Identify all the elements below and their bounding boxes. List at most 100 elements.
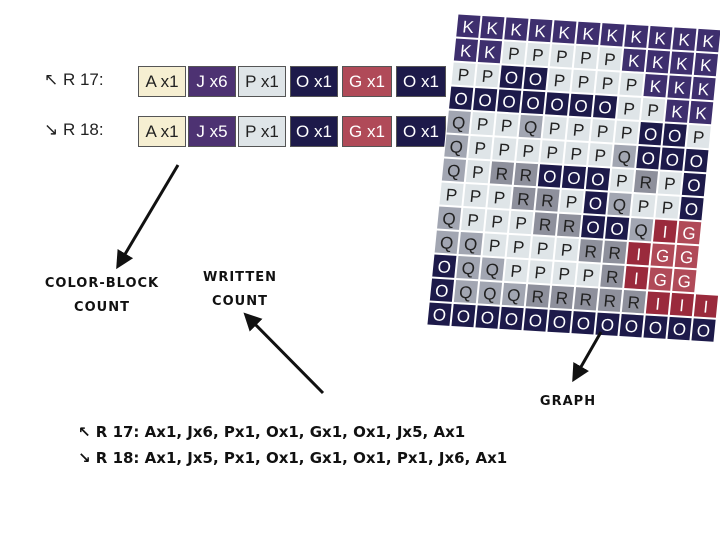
- graph-cell: [435, 205, 463, 231]
- graph-cell: [551, 19, 578, 45]
- graph-cell-letter: P: [596, 122, 609, 142]
- graph-cell: [503, 16, 530, 42]
- graph-cell: [632, 168, 660, 195]
- graph-cell-letter: K: [699, 56, 713, 76]
- graph-cell-letter: P: [469, 187, 482, 207]
- graph-cell-letter: K: [486, 19, 500, 39]
- graph-cell: [445, 109, 472, 135]
- graph-cell: [666, 315, 693, 342]
- graph-cell: [543, 91, 571, 117]
- row-18-block-3: P x1: [238, 116, 286, 147]
- graph-cell-letter: P: [601, 74, 614, 94]
- graph-cell-letter: Q: [446, 161, 461, 181]
- graph-cell: [577, 238, 604, 264]
- graph-cell-letter: Q: [612, 195, 627, 215]
- graph-cell: [507, 209, 535, 236]
- graph-cell-letter: R: [603, 291, 617, 311]
- graph-cell-letter: P: [555, 47, 568, 67]
- graph-cell: [618, 312, 645, 339]
- graph-cell-letter: R: [627, 293, 641, 313]
- graph-cell: [594, 70, 621, 96]
- graph-cell: [450, 61, 477, 87]
- graph-cell-letter: O: [585, 218, 600, 238]
- graph-cell-letter: O: [600, 315, 615, 335]
- graph-cell-letter: P: [572, 121, 585, 141]
- graph-cell-letter: O: [566, 169, 581, 189]
- graph-cell: [599, 263, 626, 289]
- graph-cell: [457, 230, 484, 257]
- graph-cell-letter: O: [504, 310, 519, 330]
- graph-cell: [503, 257, 530, 284]
- graph-cell-letter: K: [558, 23, 572, 43]
- row-17-label: ↖ R 17:: [44, 70, 104, 89]
- graph-cell: [524, 283, 552, 309]
- color-block-count-line-2: COUNT: [74, 300, 130, 315]
- graph-cell-letter: Q: [439, 233, 454, 253]
- graph-cell: [462, 182, 489, 209]
- graph-cell: [651, 218, 679, 244]
- graph-cell: [522, 65, 549, 92]
- graph-cell-letter: K: [649, 77, 663, 97]
- graph-cell-letter: P: [570, 145, 583, 165]
- graph-cell-letter: O: [576, 314, 591, 334]
- graph-cell: [644, 48, 672, 75]
- row-17-block-4: O x1: [290, 66, 338, 97]
- written-row-18: ↘ R 18: Ax1, Jx5, Px1, Ox1, Gx1, Ox1, Px…: [78, 449, 508, 467]
- graph-cell: [596, 287, 624, 313]
- graph-cell: [431, 253, 458, 279]
- graph-cell-letter: R: [538, 215, 552, 235]
- graph-cell: [671, 267, 698, 294]
- graph-cell-letter: R: [608, 243, 622, 263]
- graph-cell-letter: O: [573, 97, 588, 117]
- graph-cell-letter: P: [594, 146, 607, 166]
- graph-cell: [649, 242, 676, 268]
- graph-cell-letter: P: [488, 236, 501, 256]
- graph-cell-letter: P: [579, 49, 592, 69]
- graph-cell-letter: P: [577, 73, 590, 93]
- graph-cell: [639, 96, 667, 123]
- graph-cell-letter: O: [434, 281, 449, 301]
- graph-cell-letter: I: [655, 295, 662, 314]
- graph-cell-letter: O: [501, 92, 516, 112]
- graph-cell: [479, 256, 506, 282]
- graph-cell: [438, 181, 465, 207]
- graph-cell-letter: P: [534, 263, 547, 283]
- graph-cell-letter: P: [507, 44, 520, 64]
- graph-cell: [498, 305, 525, 332]
- graph-cell: [452, 278, 480, 305]
- graph-cell: [433, 229, 460, 255]
- graph-cell: [467, 134, 494, 161]
- graph-cell-letter: I: [635, 245, 642, 264]
- graph-cell-letter: O: [588, 194, 603, 214]
- graph-cell: [426, 301, 453, 327]
- graph-cell: [555, 212, 583, 239]
- graph-cell-letter: R: [579, 290, 593, 310]
- graph-cell: [536, 163, 564, 189]
- row-17-block-3: P x1: [238, 66, 286, 97]
- graph-cell-letter: G: [655, 246, 670, 266]
- written-count-note: WRITTEN COUNT: [190, 266, 290, 314]
- graph-cell: [642, 72, 669, 99]
- graph-cell: [642, 314, 669, 340]
- graph-cell: [491, 136, 518, 162]
- row-18-block-1: A x1: [138, 116, 186, 147]
- written-count-line-2: COUNT: [212, 294, 268, 309]
- graph-cell-letter: O: [686, 176, 701, 196]
- graph-cell: [656, 170, 684, 196]
- graph-cell: [560, 164, 588, 191]
- row-18-block-5: G x1: [342, 116, 392, 147]
- graph-cell-letter: R: [605, 267, 619, 287]
- graph-cell: [553, 236, 580, 263]
- graph-cell: [527, 17, 554, 44]
- color-block-count-note: COLOR-BLOCK COUNT: [40, 272, 164, 320]
- graph-cell-letter: O: [689, 152, 704, 172]
- graph-cell: [584, 166, 612, 192]
- graph-cell-letter: P: [457, 65, 470, 85]
- graph-cell-letter: P: [603, 50, 616, 70]
- graph-cell-letter: P: [637, 197, 650, 217]
- graph-cell-letter: P: [481, 67, 494, 87]
- graph-cell: [522, 307, 549, 333]
- graph-cell-letter: O: [456, 307, 471, 327]
- graph-cell-letter: O: [624, 317, 639, 337]
- graph-cell: [683, 147, 710, 174]
